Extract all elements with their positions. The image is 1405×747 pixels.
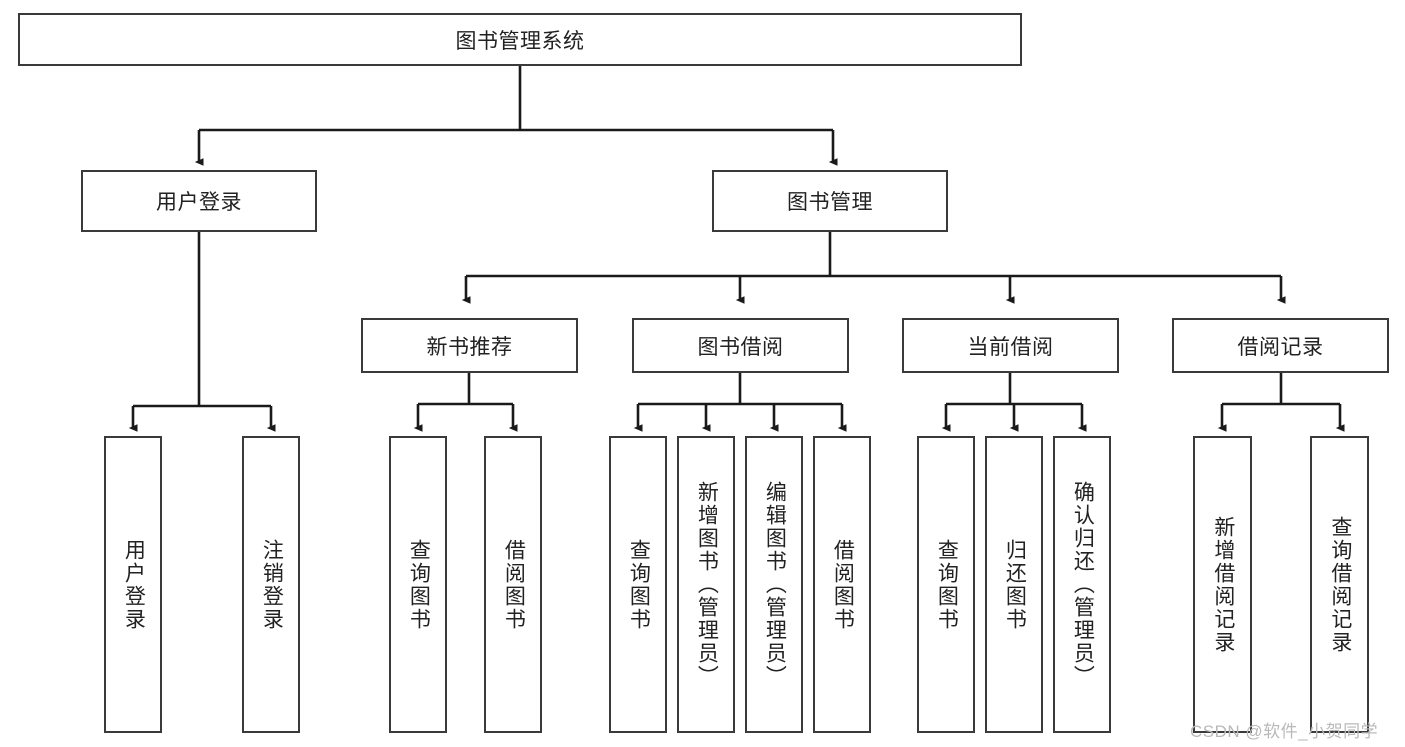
leaf-edit-book[interactable]: 编辑图书（管理员） [745, 436, 803, 733]
leaf-query-book-2[interactable]: 查询图书 [609, 436, 667, 733]
node-borrow-record[interactable]: 借阅记录 [1172, 318, 1389, 373]
node-user-login-label: 用户登录 [156, 191, 242, 214]
leaf-user-login-label: 用户登录 [122, 538, 146, 631]
node-book-borrow[interactable]: 图书借阅 [632, 318, 849, 373]
node-new-book-recommend-label: 新书推荐 [426, 335, 513, 359]
node-current-borrow[interactable]: 当前借阅 [902, 318, 1119, 373]
leaf-add-record-label: 新增借阅记录 [1211, 515, 1235, 654]
leaf-query-record[interactable]: 查询借阅记录 [1310, 436, 1369, 733]
node-book-borrow-label: 图书借阅 [697, 335, 784, 359]
leaf-query-book-3-label: 查询图书 [935, 538, 959, 631]
leaf-edit-book-label: 编辑图书（管理员） [763, 481, 787, 688]
node-root-label: 图书管理系统 [455, 29, 585, 53]
leaf-user-login[interactable]: 用户登录 [104, 436, 162, 733]
leaf-confirm-return[interactable]: 确认归还（管理员） [1053, 436, 1111, 733]
leaf-add-book-label: 新增图书（管理员） [695, 481, 719, 688]
node-root[interactable]: 图书管理系统 [18, 13, 1022, 66]
leaf-borrow-book-1-label: 借阅图书 [502, 538, 526, 631]
leaf-add-book[interactable]: 新增图书（管理员） [677, 436, 735, 733]
leaf-user-logout[interactable]: 注销登录 [242, 436, 300, 733]
leaf-user-logout-label: 注销登录 [260, 538, 284, 631]
watermark: CSDN @软件_小贺同学 [1190, 722, 1379, 741]
node-book-manage-label: 图书管理 [787, 191, 873, 214]
node-new-book-recommend[interactable]: 新书推荐 [361, 318, 578, 373]
leaf-borrow-book-1[interactable]: 借阅图书 [484, 436, 542, 733]
node-current-borrow-label: 当前借阅 [967, 335, 1054, 359]
leaf-query-record-label: 查询借阅记录 [1328, 515, 1352, 654]
leaf-return-book[interactable]: 归还图书 [985, 436, 1043, 733]
leaf-borrow-book-2[interactable]: 借阅图书 [813, 436, 871, 733]
node-user-login[interactable]: 用户登录 [81, 170, 317, 232]
leaf-query-book-3[interactable]: 查询图书 [917, 436, 975, 733]
node-book-manage[interactable]: 图书管理 [712, 170, 948, 232]
leaf-return-book-label: 归还图书 [1003, 538, 1027, 631]
leaf-add-record[interactable]: 新增借阅记录 [1193, 436, 1252, 733]
leaf-query-book-1[interactable]: 查询图书 [389, 436, 447, 733]
leaf-query-book-1-label: 查询图书 [407, 538, 431, 631]
leaf-borrow-book-2-label: 借阅图书 [831, 538, 855, 631]
leaf-confirm-return-label: 确认归还（管理员） [1071, 481, 1095, 688]
node-borrow-record-label: 借阅记录 [1237, 335, 1324, 359]
leaf-query-book-2-label: 查询图书 [627, 538, 651, 631]
